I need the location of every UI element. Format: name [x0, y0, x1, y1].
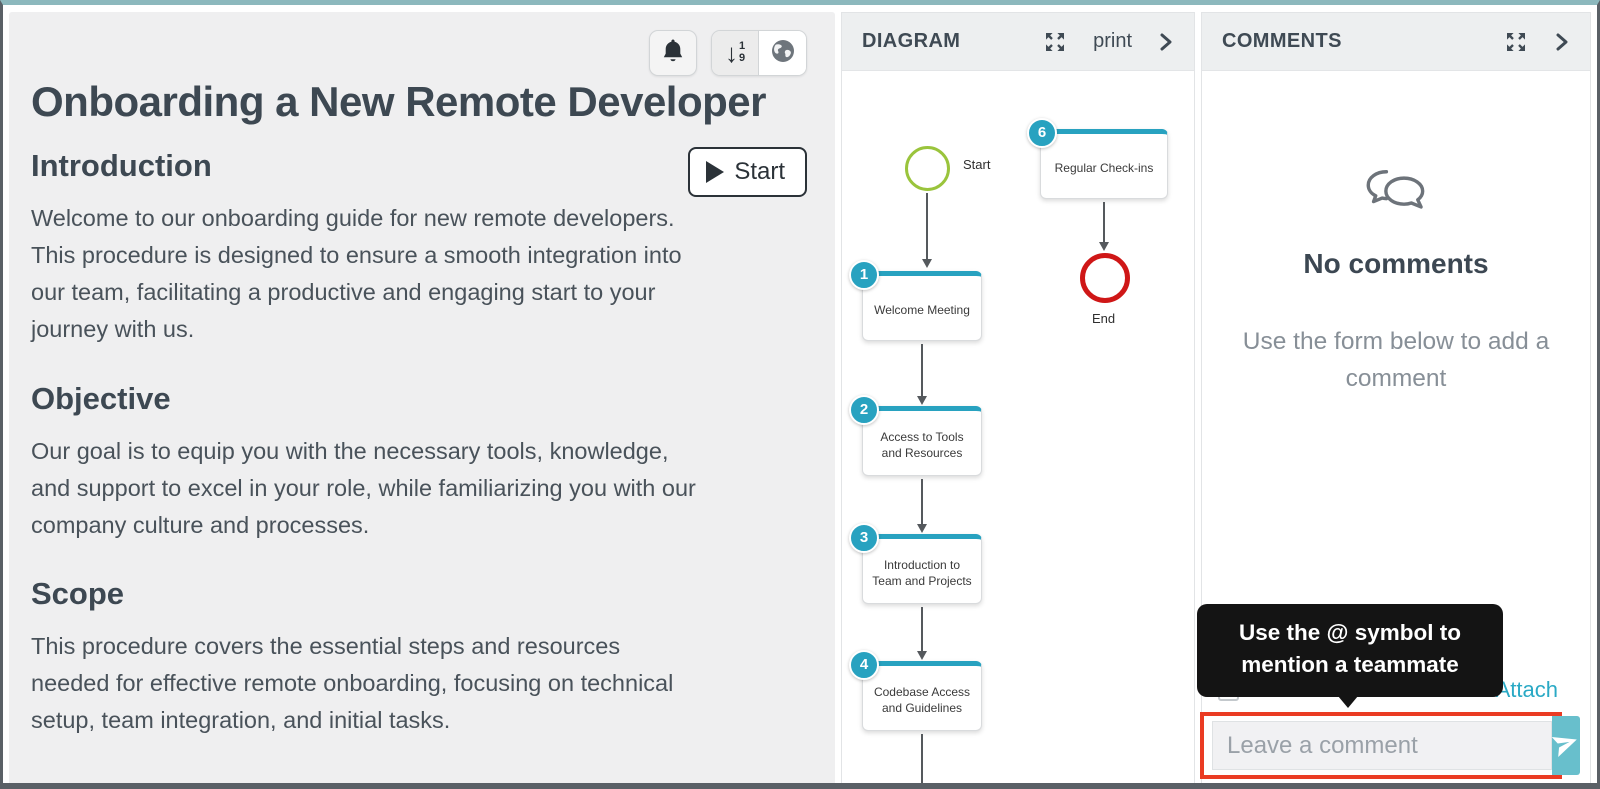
paper-plane-icon	[1551, 730, 1580, 761]
step-number-badge: 2	[849, 395, 879, 425]
section-heading-scope: Scope	[31, 575, 125, 611]
step-number-badge: 3	[849, 523, 879, 553]
flow-end-node[interactable]	[1080, 253, 1130, 303]
comments-collapse-chevron-icon[interactable]	[1554, 31, 1570, 53]
comments-panel-header: COMMENTS	[1202, 13, 1590, 71]
globe-icon	[770, 38, 796, 69]
flow-start-label: Start	[963, 157, 991, 172]
section-heading-objective: Objective	[31, 380, 171, 416]
connector-line	[1103, 202, 1105, 242]
diagram-expand-icon[interactable]	[1043, 30, 1067, 54]
comments-panel-title: COMMENTS	[1222, 30, 1342, 52]
diagram-panel-header: DIAGRAM print	[842, 13, 1194, 71]
flow-start-node[interactable]	[905, 146, 950, 191]
send-comment-button[interactable]	[1551, 716, 1580, 775]
step-number-badge: 1	[849, 260, 879, 290]
flow-node-welcome-meeting[interactable]: 1 Welcome Meeting	[849, 260, 982, 341]
start-button-label: Start	[734, 158, 785, 185]
diagram-panel: DIAGRAM print	[841, 12, 1195, 783]
connector-line	[921, 607, 923, 651]
flow-node-codebase-access[interactable]: 4 Codebase Access and Guidelines	[849, 650, 982, 731]
comment-input[interactable]	[1212, 721, 1552, 770]
mention-tooltip: Use the @ symbol to mention a teammate	[1197, 603, 1503, 708]
comments-expand-icon[interactable]	[1504, 30, 1528, 54]
arrow-head-icon	[917, 524, 927, 533]
flow-node-access-tools[interactable]: 2 Access to Tools and Resources	[849, 395, 982, 476]
diagram-panel-title: DIAGRAM	[862, 30, 961, 52]
flow-node-label: Codebase Access and Guidelines	[873, 684, 971, 715]
diagram-canvas[interactable]: Start 1 Welcome Meeting 2 Access to Tool…	[842, 71, 1194, 783]
flow-node-introduction-team[interactable]: 3 Introduction to Team and Projects	[849, 523, 982, 604]
flow-node-label: Introduction to Team and Projects	[872, 557, 972, 588]
print-button[interactable]: print	[1093, 30, 1132, 52]
sort-numeric-icon: ↓ 1 9	[724, 38, 746, 68]
panels-row: ↓ 1 9	[9, 12, 1591, 783]
document-panel: ↓ 1 9	[9, 12, 835, 783]
bell-icon	[661, 38, 685, 69]
flow-end-label: End	[1092, 311, 1116, 326]
document-toolbar: ↓ 1 9	[649, 30, 807, 76]
play-icon	[706, 161, 725, 183]
connector-line	[921, 479, 923, 524]
section-body-introduction: Welcome to our onboarding guide for new …	[31, 205, 682, 343]
connector-line	[926, 193, 928, 259]
start-procedure-button[interactable]: Start	[688, 147, 807, 197]
no-comments-title: No comments	[1303, 248, 1489, 279]
arrow-head-icon	[917, 396, 927, 405]
connector-line	[921, 734, 923, 783]
arrow-head-icon	[922, 259, 932, 268]
step-number-badge: 4	[849, 650, 879, 680]
comments-panel: COMMENTS	[1197, 12, 1591, 783]
arrow-head-icon	[917, 651, 927, 660]
notifications-button[interactable]	[649, 30, 697, 76]
flow-node-label: Access to Tools and Resources	[880, 429, 964, 460]
flow-node-label: Welcome Meeting	[874, 302, 970, 317]
flow-node-label: Regular Check-ins	[1054, 160, 1154, 175]
no-comments-subtitle: Use the form below to add a comment	[1242, 328, 1550, 392]
chat-bubbles-icon	[1364, 167, 1428, 222]
mention-tooltip-text: Use the @ symbol to mention a teammate	[1239, 619, 1461, 678]
diagram-collapse-chevron-icon[interactable]	[1158, 31, 1174, 53]
step-number-badge: 6	[1027, 118, 1057, 148]
comments-body: No comments Use the form below to add a …	[1197, 71, 1590, 783]
tooltip-caret	[1337, 696, 1358, 708]
section-heading-introduction: Introduction	[31, 148, 212, 183]
connector-line	[921, 344, 923, 396]
sort-numeric-button[interactable]: ↓ 1 9	[712, 31, 759, 75]
flow-node-regular-checkins[interactable]: 6 Regular Check-ins	[1027, 118, 1168, 199]
section-body-scope: This procedure covers the essential step…	[31, 632, 674, 734]
attach-label: Attach	[1495, 677, 1558, 702]
view-toggle-group: ↓ 1 9	[711, 30, 807, 76]
section-body-objective: Our goal is to equip you with the necess…	[31, 437, 696, 538]
comment-form-highlighted	[1200, 712, 1580, 779]
arrow-head-icon	[1099, 242, 1109, 251]
globe-button[interactable]	[759, 31, 806, 75]
comments-empty-state: No comments Use the form below to add a …	[1202, 71, 1590, 398]
page-title: Onboarding a New Remote Developer	[31, 78, 767, 125]
